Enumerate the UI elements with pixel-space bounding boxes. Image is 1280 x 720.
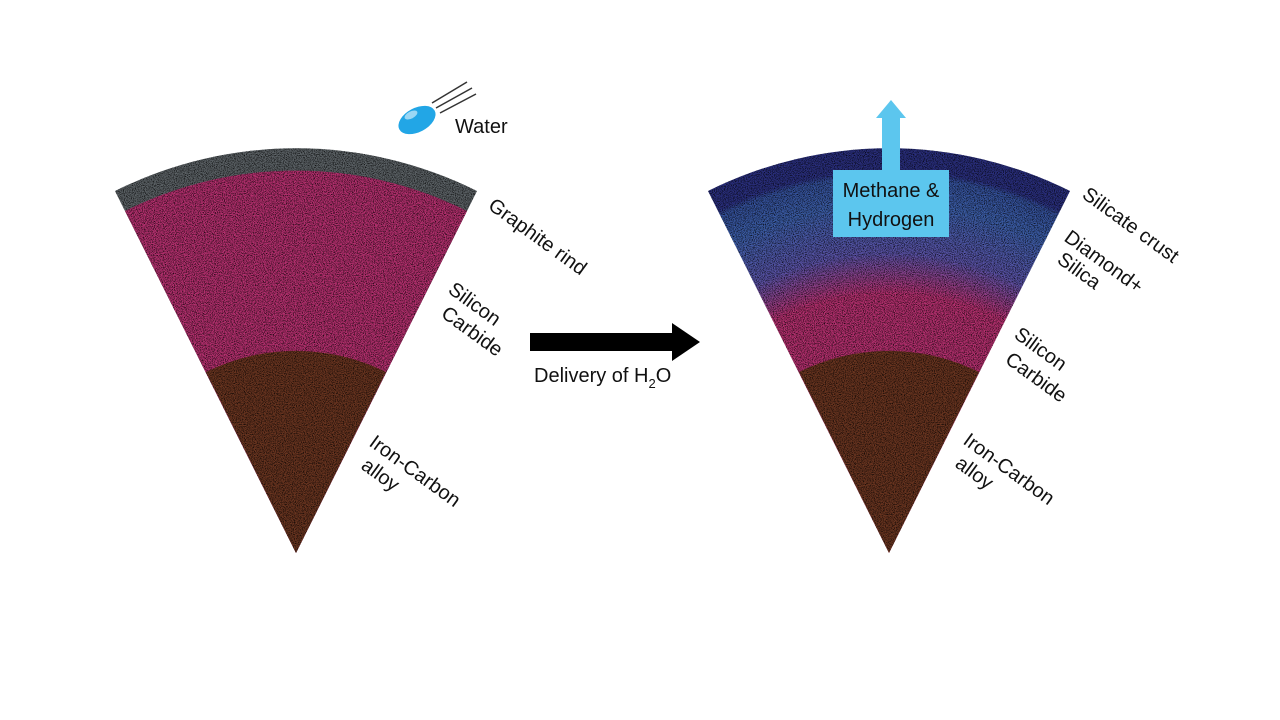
water-label: Water — [455, 116, 508, 138]
graphite-rind-label: Graphite rind — [484, 194, 590, 280]
arrow-right-icon — [530, 323, 700, 361]
iron-carbon-core — [206, 350, 386, 553]
delivery-label: Delivery of H2O — [534, 365, 671, 391]
methane-label: Methane & — [843, 180, 940, 202]
arrow-up-icon — [876, 100, 906, 170]
iron-carbon-core — [799, 350, 979, 553]
hydrogen-label: Hydrogen — [848, 209, 935, 231]
methane-hydrogen-box — [833, 170, 949, 237]
left-wedge — [115, 148, 477, 554]
water-drop-icon — [398, 81, 477, 135]
silicate-diamond-silicon-layers — [708, 148, 1070, 553]
right-wedge — [708, 148, 1070, 553]
